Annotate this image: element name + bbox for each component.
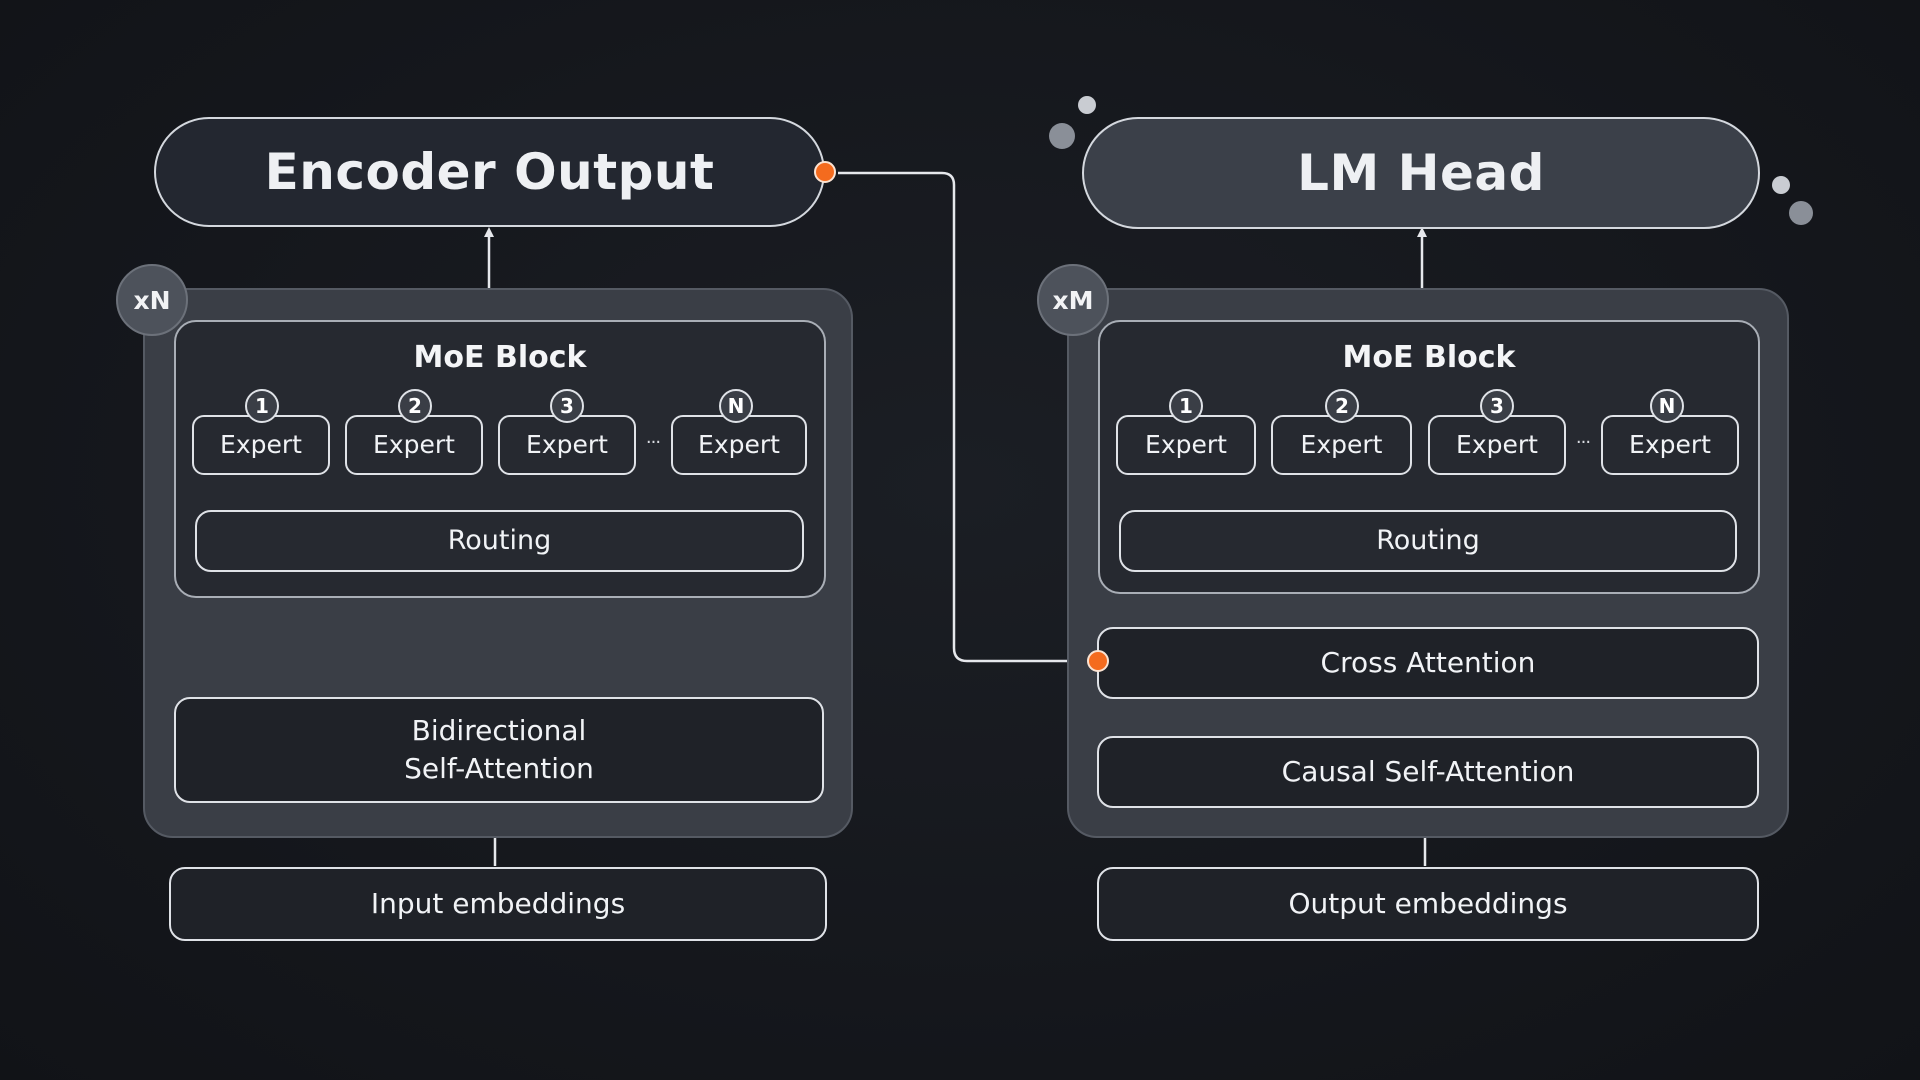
- lm-head-label: LM Head: [1297, 144, 1545, 202]
- decorative-bubble: [1772, 176, 1790, 194]
- encoder-expert-3-badge: 3: [550, 389, 584, 423]
- expert-label: Expert: [1456, 430, 1538, 460]
- decoder-expert-1[interactable]: Expert: [1116, 415, 1256, 475]
- expert-number: 2: [1335, 394, 1349, 418]
- encoder-output: Encoder Output: [154, 117, 825, 227]
- encoder-routing[interactable]: Routing: [195, 510, 804, 572]
- cross-attention-label: Cross Attention: [1320, 646, 1536, 680]
- output-embeddings-label: Output embeddings: [1288, 887, 1568, 921]
- expert-label: Expert: [1300, 430, 1383, 460]
- decoder-expert-1-badge: 1: [1169, 389, 1203, 423]
- decoder-expert-3[interactable]: Expert: [1428, 415, 1566, 475]
- input-embeddings-label: Input embeddings: [370, 887, 626, 921]
- decoder-expert-n[interactable]: Expert: [1601, 415, 1739, 475]
- expert-number: 3: [560, 394, 574, 418]
- encoder-expert-2-badge: 2: [398, 389, 432, 423]
- expert-label: Expert: [1145, 430, 1227, 460]
- decoder-routing[interactable]: Routing: [1119, 510, 1737, 572]
- decorative-bubble: [1049, 123, 1075, 149]
- decoder-expert-ellipsis: ···: [1575, 432, 1591, 453]
- encoder-bidirectional-self-attention[interactable]: Bidirectional Self-Attention: [174, 697, 824, 803]
- decorative-bubble: [1789, 201, 1813, 225]
- decorative-bubble: [1078, 96, 1096, 114]
- encoder-expert-2[interactable]: Expert: [345, 415, 483, 475]
- encoder-moe-title: MoE Block: [413, 340, 587, 375]
- expert-number: N: [727, 394, 745, 418]
- expert-number: 3: [1490, 394, 1504, 418]
- output-embeddings[interactable]: Output embeddings: [1097, 867, 1759, 941]
- encoder-expert-1-badge: 1: [245, 389, 279, 423]
- wire-encoder-to-cross-attention: [838, 171, 1087, 666]
- decoder-expert-3-badge: 3: [1480, 389, 1514, 423]
- expert-label: Expert: [1629, 430, 1711, 460]
- encoder-expert-3[interactable]: Expert: [498, 415, 636, 475]
- decoder-repeat-badge-label: xM: [1052, 285, 1094, 315]
- routing-label: Routing: [1376, 524, 1480, 556]
- encoder-expert-ellipsis: ···: [645, 432, 661, 453]
- attention-label: Bidirectional Self-Attention: [404, 714, 594, 785]
- encoder-expert-n-badge: N: [719, 389, 753, 423]
- encoder-output-port[interactable]: [814, 161, 836, 183]
- decoder-cross-attention[interactable]: Cross Attention: [1097, 627, 1759, 699]
- routing-label: Routing: [447, 524, 552, 556]
- encoder-expert-1[interactable]: Expert: [192, 415, 330, 475]
- expert-label: Expert: [373, 430, 455, 460]
- causal-attention-label: Causal Self-Attention: [1281, 755, 1575, 789]
- expert-label: Expert: [220, 430, 302, 460]
- decoder-causal-self-attention[interactable]: Causal Self-Attention: [1097, 736, 1759, 808]
- input-embeddings[interactable]: Input embeddings: [169, 867, 827, 941]
- encoder-repeat-badge-label: xN: [133, 285, 171, 315]
- expert-label: Expert: [698, 430, 780, 460]
- encoder-repeat-badge: xN: [116, 264, 188, 336]
- encoder-output-label: Encoder Output: [264, 143, 715, 201]
- decoder-repeat-badge: xM: [1037, 264, 1109, 336]
- decoder-expert-n-badge: N: [1650, 389, 1684, 423]
- cross-attention-port[interactable]: [1087, 650, 1109, 672]
- expert-label: Expert: [526, 430, 608, 460]
- encoder-expert-n[interactable]: Expert: [671, 415, 807, 475]
- decoder-moe-title: MoE Block: [1342, 340, 1516, 375]
- lm-head: LM Head: [1082, 117, 1760, 229]
- decoder-expert-2[interactable]: Expert: [1271, 415, 1412, 475]
- expert-number: 1: [255, 394, 269, 418]
- expert-number: 2: [408, 394, 422, 418]
- decoder-expert-2-badge: 2: [1325, 389, 1359, 423]
- expert-number: 1: [1179, 394, 1193, 418]
- expert-number: N: [1658, 394, 1676, 418]
